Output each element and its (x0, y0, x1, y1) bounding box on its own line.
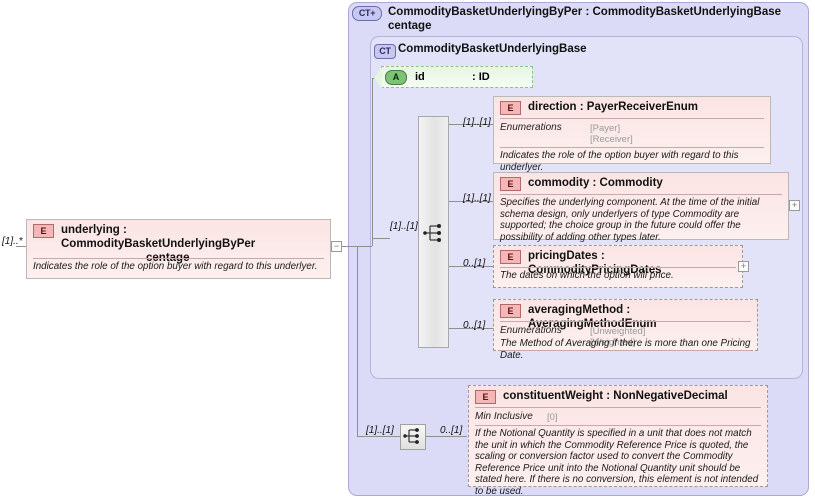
element-box-averagingmethod[interactable]: E averagingMethod : AveragingMethodEnum … (493, 299, 758, 361)
element-header-averagingmethod: E averagingMethod : AveragingMethodEnum (494, 300, 757, 330)
divider (500, 350, 751, 351)
divider (475, 425, 761, 426)
attribute-notch-icon (374, 67, 382, 89)
divider (500, 147, 764, 148)
element-box-underlying[interactable]: E underlying : CommodityBasketUnderlying… (26, 219, 331, 279)
complex-type-expanded-icon[interactable]: CT+ (352, 6, 382, 21)
element-icon: E (500, 101, 521, 115)
collapse-icon-underlying[interactable]: − (331, 241, 342, 252)
inner-panel-title: CommodityBasketUnderlyingBase (398, 43, 587, 55)
element-description-averagingmethod: The Method of Averaging if there is more… (500, 338, 751, 361)
element-description-direction: Indicates the role of the option buyer w… (500, 150, 739, 173)
complex-type-icon[interactable]: CT (374, 44, 396, 59)
element-icon: E (500, 177, 521, 191)
connector-branch-direction (449, 124, 493, 125)
connector-to-bottom-sequence (357, 436, 400, 437)
multiplicity-bottom-sequence-left: [1]..[1] (366, 425, 394, 436)
sequence-compositor-bar[interactable] (418, 116, 449, 348)
multiplicity-underlying: [1]..* (2, 236, 23, 247)
facet-value-payer: [Payer] (590, 123, 621, 134)
element-header-underlying: E underlying : CommodityBasketUnderlying… (27, 220, 330, 264)
element-header-pricingdates: E pricingDates : CommodityPricingDates (494, 246, 742, 276)
connector-spine-inner (372, 78, 373, 246)
connector-branch-averagingmethod (449, 328, 493, 329)
element-title-commodity: commodity : Commodity (528, 177, 663, 189)
element-box-commodity[interactable]: E commodity : Commodity Specifies the un… (493, 172, 789, 243)
connector-to-constituentweight (426, 436, 467, 437)
page-title: CommodityBasketUnderlyingByPer : Commodi… (388, 5, 788, 33)
divider (500, 267, 736, 268)
multiplicity-pricingdates: 0..[1] (463, 258, 486, 269)
multiplicity-constituentweight: 0..[1] (440, 425, 463, 436)
connector-to-sequence (372, 238, 390, 239)
divider (475, 407, 761, 408)
sequence-glyph-icon (403, 428, 419, 444)
element-header-direction: E direction : PayerReceiverEnum (494, 97, 770, 118)
element-box-pricingdates[interactable]: E pricingDates : CommodityPricingDates T… (493, 245, 743, 288)
element-description-pricingdates: The dates on which the option will price… (500, 270, 674, 281)
element-icon: E (500, 304, 521, 318)
divider (500, 194, 782, 195)
expand-icon-commodity[interactable]: + (789, 200, 800, 211)
facet-value-weighted: [Weighted] (590, 337, 636, 348)
multiplicity-sequence: [1]..[1] (390, 221, 418, 232)
connector-branch-pricingdates (449, 266, 493, 267)
multiplicity-averagingmethod: 0..[1] (463, 320, 486, 331)
expand-icon-pricingdates[interactable]: + (738, 261, 749, 272)
sequence-icon (423, 224, 441, 242)
attribute-name: id (415, 71, 425, 83)
multiplicity-direction: [1]..[1] (463, 117, 491, 128)
element-title-constituentweight: constituentWeight : NonNegativeDecimal (503, 390, 728, 402)
outer-title-line2: centage (388, 20, 432, 32)
outer-title-line1: CommodityBasketUnderlyingByPer : Commodi… (388, 6, 782, 18)
attribute-box-id[interactable]: A id : ID (374, 66, 533, 89)
divider (500, 321, 751, 322)
multiplicity-commodity: [1]..[1] (463, 193, 491, 204)
facet-value-min-inclusive: [0] (547, 412, 558, 423)
facet-label-enumerations: Enumerations (500, 122, 562, 133)
facet-value-unweighted: [Unweighted] (590, 326, 646, 337)
element-title-line1: underlying : CommodityBasketUnderlyingBy… (61, 224, 256, 250)
connector-spine-outer (357, 246, 358, 436)
connector-left-stub (16, 246, 26, 247)
element-description-constituentweight: If the Notional Quantity is specified in… (475, 428, 759, 497)
facet-label-enumerations: Enumerations (500, 325, 562, 336)
attribute-icon: A (385, 70, 407, 85)
attribute-type: : ID (472, 71, 490, 83)
element-description-underlying: Indicates the role of the option buyer w… (33, 261, 318, 272)
element-title-direction: direction : PayerReceiverEnum (528, 101, 699, 113)
element-icon: E (500, 250, 521, 264)
element-header-constituentweight: E constituentWeight : NonNegativeDecimal (469, 386, 767, 407)
divider (500, 118, 764, 119)
divider (33, 258, 324, 259)
element-header-commodity: E commodity : Commodity (494, 173, 788, 194)
element-description-commodity: Specifies the underlying component. At t… (500, 197, 760, 243)
facet-value-receiver: [Receiver] (590, 134, 633, 145)
facet-label-min-inclusive: Min Inclusive (475, 411, 533, 422)
element-title-underlying: underlying : CommodityBasketUnderlyingBy… (61, 223, 323, 265)
connector-branch-commodity (449, 201, 493, 202)
element-box-constituentweight[interactable]: E constituentWeight : NonNegativeDecimal… (468, 385, 768, 497)
element-box-direction[interactable]: E direction : PayerReceiverEnum Enumerat… (493, 96, 771, 173)
element-icon: E (475, 390, 496, 404)
element-icon: E (33, 224, 54, 238)
